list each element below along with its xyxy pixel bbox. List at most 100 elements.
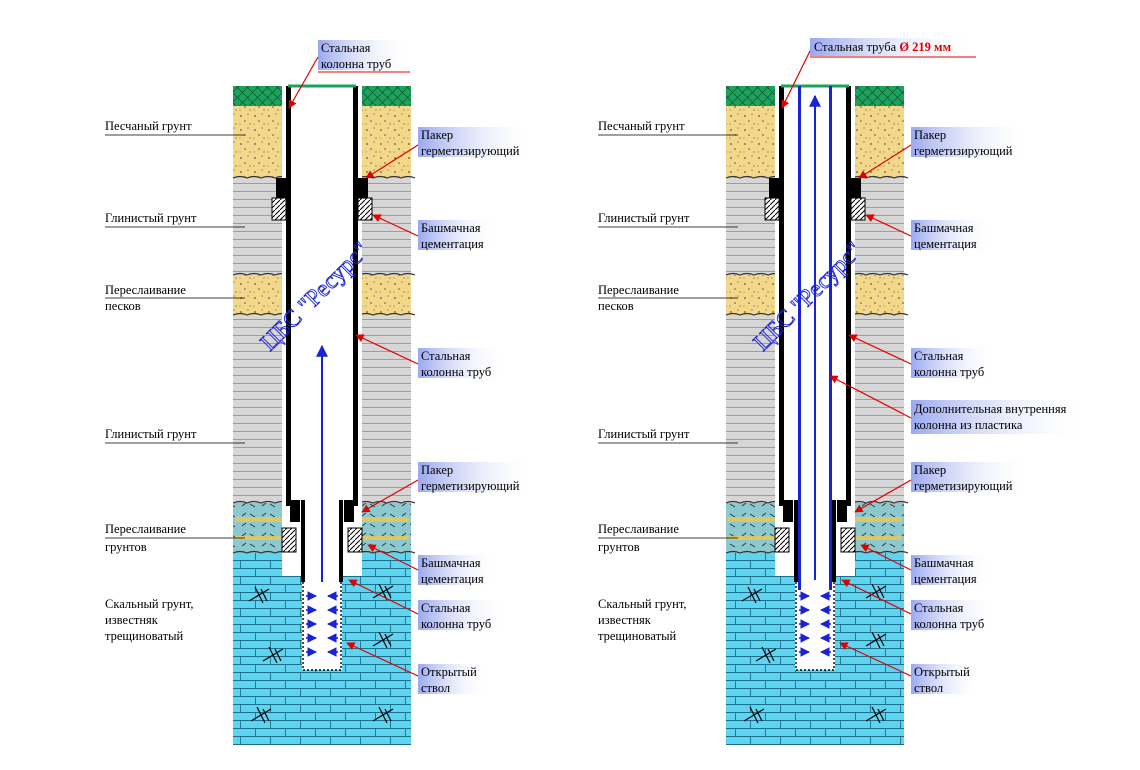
left-well-diagram bbox=[232, 84, 416, 745]
left-stratum-rock-label-2: известняк bbox=[105, 613, 159, 627]
right-callout-open-hole-l2: ствол bbox=[914, 681, 943, 695]
left-callout-packer-top: Пакер герметизирующий bbox=[365, 127, 536, 179]
right-stratum-clay2-label: Глинистый грунт bbox=[598, 427, 690, 441]
left-stratum-rock-label-3: трещиноватый bbox=[105, 629, 183, 643]
production-casing-right bbox=[832, 500, 836, 582]
right-callout-shoe-top: Башмачная цементация bbox=[865, 214, 991, 251]
shoe-top-left bbox=[271, 197, 287, 221]
left-callout-open-hole-l2: ствол bbox=[421, 681, 450, 695]
packer-top-right bbox=[851, 178, 861, 200]
left-callout-shoe-bottom: Башмачная цементация bbox=[367, 544, 498, 586]
right-callout-packer-top-l2: герметизирующий bbox=[914, 144, 1013, 158]
right-top-tag-prefix: Стальная труба bbox=[814, 40, 899, 54]
packer-bottom-left bbox=[783, 500, 793, 522]
right-callout-casing-bottom: Стальная колонна труб bbox=[841, 579, 997, 631]
conductor-casing-right bbox=[353, 86, 358, 506]
open-hole bbox=[302, 576, 342, 670]
fracture-mark bbox=[372, 631, 394, 649]
left-stratum-sand-interbed-label-2: песков bbox=[105, 299, 141, 313]
right-callout-plastic-column-l2: колонна из пластика bbox=[914, 418, 1023, 432]
left-top-tag: Стальная колонна труб bbox=[288, 40, 410, 109]
left-callout-casing-bottom-l1: Стальная bbox=[421, 601, 471, 615]
packer-top-left bbox=[276, 178, 286, 200]
left-callout-casing-mid-l2: колонна труб bbox=[421, 365, 491, 379]
production-casing-right bbox=[339, 500, 343, 582]
fracture-mark bbox=[248, 586, 270, 604]
fracture-mark bbox=[372, 583, 394, 601]
left-stratum-rock-label-1: Скальный грунт, bbox=[105, 597, 194, 611]
open-hole-wall bbox=[302, 582, 342, 671]
right-callout-open-hole-l1: Открытый bbox=[914, 665, 970, 679]
right-callout-shoe-top-l2: цементация bbox=[914, 237, 977, 251]
shoe-top-left bbox=[764, 197, 780, 221]
right-callout-packer-top-l1: Пакер bbox=[914, 128, 946, 142]
packer-bottom-right bbox=[344, 500, 354, 522]
packer-bottom-right bbox=[837, 500, 847, 522]
fracture-mark bbox=[865, 631, 887, 649]
shoe-bottom-right bbox=[840, 527, 856, 553]
right-stratum-sand-interbed-label-2: песков bbox=[598, 299, 634, 313]
right-stratum-sand-label: Песчаный грунт bbox=[598, 119, 685, 133]
shoe-bottom-right bbox=[347, 527, 363, 553]
left-callout-open-hole: Открытый ствол bbox=[346, 642, 488, 695]
fracture-mark bbox=[743, 706, 765, 724]
plastic-column-left bbox=[798, 86, 801, 590]
left-callout-shoe-bottom-l2: цементация bbox=[421, 572, 484, 586]
packer-top-left bbox=[769, 178, 779, 200]
packer-top-right bbox=[358, 178, 368, 200]
left-callout-packer-bottom: Пакер герметизирующий bbox=[361, 462, 536, 513]
right-top-tag-text: Стальная труба Ø 219 мм bbox=[814, 40, 952, 54]
packer-bottom-left bbox=[290, 500, 300, 522]
left-top-tag-line2: колонна труб bbox=[321, 57, 391, 71]
right-top-tag: Стальная труба Ø 219 мм bbox=[781, 38, 976, 109]
left-callout-shoe-top-l2: цементация bbox=[421, 237, 484, 251]
right-stratum-sand-interbed-label-1: Переслаивание bbox=[598, 283, 679, 297]
left-callout-packer-top-l1: Пакер bbox=[421, 128, 453, 142]
left-callout-packer-top-l2: герметизирующий bbox=[421, 144, 520, 158]
fracture-mark bbox=[865, 583, 887, 601]
left-callout-casing-mid: Стальная колонна труб bbox=[355, 334, 504, 379]
right-callout-casing-mid: Стальная колонна труб bbox=[848, 334, 997, 379]
right-callout-casing-bottom-l1: Стальная bbox=[914, 601, 964, 615]
left-stratum-mixed-label-1: Переслаивание bbox=[105, 522, 186, 536]
shoe-top-right bbox=[357, 197, 373, 221]
left-stratum-clay2-label: Глинистый грунт bbox=[105, 427, 197, 441]
left-callout-shoe-top: Башмачная цементация bbox=[372, 214, 498, 251]
right-callout-shoe-top-l1: Башмачная bbox=[914, 221, 974, 235]
right-callout-casing-mid-l1: Стальная bbox=[914, 349, 964, 363]
right-callout-shoe-bottom-l2: цементация bbox=[914, 572, 977, 586]
right-callout-shoe-bottom: Башмачная цементация bbox=[860, 544, 991, 586]
production-casing-left bbox=[794, 500, 798, 582]
left-stratum-sand-interbed-label-1: Переслаивание bbox=[105, 283, 186, 297]
conductor-casing-right bbox=[846, 86, 851, 506]
left-callout-open-hole-l1: Открытый bbox=[421, 665, 477, 679]
open-hole-wall bbox=[795, 582, 835, 671]
right-callout-casing-mid-l2: колонна труб bbox=[914, 365, 984, 379]
left-callout-casing-mid-l1: Стальная bbox=[421, 349, 471, 363]
right-callout-packer-bottom-l2: герметизирующий bbox=[914, 479, 1013, 493]
fracture-mark bbox=[250, 706, 272, 724]
right-callout-plastic-column-l1: Дополнительная внутренняя bbox=[914, 402, 1067, 416]
left-callout-shoe-top-l1: Башмачная bbox=[421, 221, 481, 235]
left-stratum-sand-label: Песчаный грунт bbox=[105, 119, 192, 133]
shoe-bottom-left bbox=[774, 527, 790, 553]
left-callout-casing-bottom-l2: колонна труб bbox=[421, 617, 491, 631]
left-callout-packer-bottom-l2: герметизирующий bbox=[421, 479, 520, 493]
right-stratum-rock-label-1: Скальный грунт, bbox=[598, 597, 687, 611]
production-casing-left bbox=[301, 500, 305, 582]
fracture-mark bbox=[755, 646, 777, 664]
fracture-mark bbox=[865, 706, 887, 724]
left-callout-shoe-bottom-l1: Башмачная bbox=[421, 556, 481, 570]
left-callout-casing-bottom: Стальная колонна труб bbox=[348, 579, 504, 631]
fracture-mark bbox=[741, 586, 763, 604]
conductor-casing-left bbox=[286, 86, 291, 506]
left-stratum-mixed-label-2: грунтов bbox=[105, 540, 147, 554]
right-callout-packer-bottom: Пакер герметизирующий bbox=[854, 462, 1029, 513]
fracture-mark bbox=[372, 706, 394, 724]
open-hole bbox=[795, 576, 835, 670]
left-top-tag-line1: Стальная bbox=[321, 41, 371, 55]
right-callout-open-hole: Открытый ствол bbox=[839, 642, 981, 695]
right-well-diagram bbox=[725, 84, 909, 745]
right-stratum-mixed-label-2: грунтов bbox=[598, 540, 640, 554]
